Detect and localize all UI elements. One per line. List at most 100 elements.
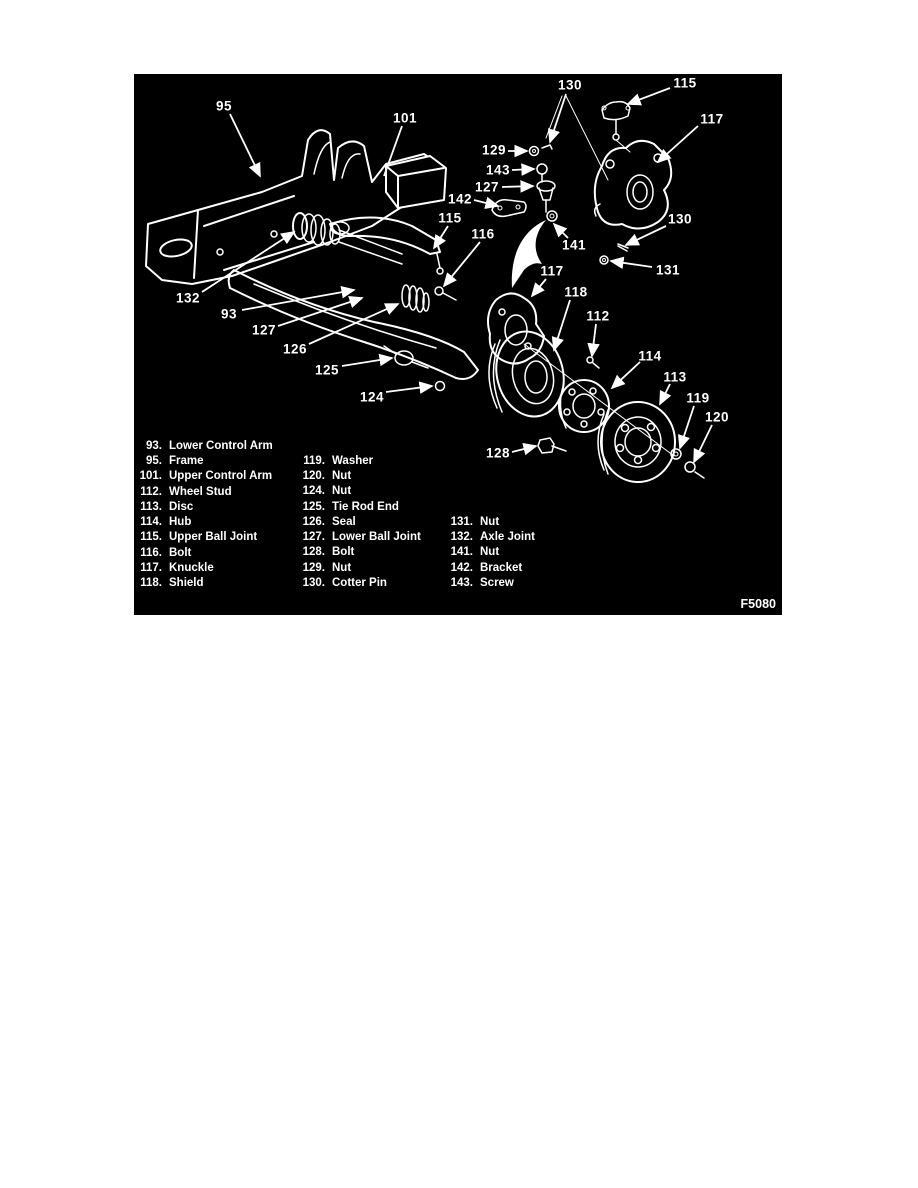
legend-row: 113. Disc <box>136 499 273 514</box>
callout-93: 93 <box>220 306 238 322</box>
legend-part-name: Nut <box>332 485 352 498</box>
legend-part-name: Nut <box>480 515 500 528</box>
callout-127: 127 <box>251 322 277 338</box>
legend-row: 117. Knuckle <box>136 560 273 575</box>
legend-part-number: 125. <box>302 500 325 513</box>
legend-part-number: 127. <box>302 531 325 544</box>
legend-part-name: Nut <box>332 561 352 574</box>
callout-115: 115 <box>673 75 697 91</box>
callout-113: 113 <box>663 369 687 385</box>
legend-part-number: 93. <box>146 439 162 452</box>
callout-141: 141 <box>561 237 587 253</box>
legend-row: 128. Bolt <box>299 545 421 560</box>
legend-part-name: Bracket <box>480 561 523 574</box>
legend-part-name: Wheel Stud <box>169 485 232 498</box>
callout-115: 115 <box>438 210 462 226</box>
legend-part-number: 118. <box>140 577 162 590</box>
legend-row: 114. Hub <box>136 514 273 529</box>
legend-row: 93. Lower Control Arm <box>136 438 273 453</box>
legend-part-name: Disc <box>169 500 194 513</box>
legend-part-number: 142. <box>450 561 473 574</box>
legend-row: 101. Upper Control Arm <box>136 469 273 484</box>
callout-117: 117 <box>540 263 564 279</box>
legend-part-number: 101. <box>139 470 162 483</box>
legend-part-name: Tie Rod End <box>332 500 399 513</box>
callout-117: 117 <box>700 111 724 127</box>
callout-131: 131 <box>655 262 681 278</box>
callout-127: 127 <box>474 179 500 195</box>
callout-112: 112 <box>586 308 610 324</box>
legend-part-number: 113. <box>140 500 162 513</box>
legend-part-name: Cotter Pin <box>332 577 387 590</box>
legend-row: 115. Upper Ball Joint <box>136 530 273 545</box>
legend-part-name: Upper Ball Joint <box>169 531 258 544</box>
legend-row: 130. Cotter Pin <box>299 575 421 590</box>
legend-part-number: 132. <box>450 530 473 543</box>
direction-arrow <box>511 220 546 288</box>
legend-part-name: Washer <box>332 454 374 467</box>
legend-part-number: 119. <box>303 454 325 467</box>
legend-part-number: 114. <box>140 516 162 529</box>
legend-row: 125. Tie Rod End <box>299 499 421 514</box>
legend-part-name: Lower Ball Joint <box>332 531 421 544</box>
legend-row: 126. Seal <box>299 514 421 529</box>
callout-130: 130 <box>557 77 583 93</box>
legend-part-number: 116. <box>140 546 162 559</box>
legend-part-number: 120. <box>302 469 325 482</box>
legend-row: 116. Bolt <box>136 545 273 560</box>
callout-120: 120 <box>704 409 730 425</box>
legend-part-name: Upper Control Arm <box>169 470 273 483</box>
legend-part-number: 129. <box>302 561 325 574</box>
legend-part-name: Seal <box>332 515 356 528</box>
legend-part-name: Bolt <box>332 546 355 559</box>
legend-row: 127. Lower Ball Joint <box>299 529 421 544</box>
legend-part-number: 115. <box>140 531 162 544</box>
legend-row: 132.Axle Joint <box>447 529 535 544</box>
legend-part-name: Shield <box>169 577 204 590</box>
figure-code-label: F5080 <box>740 597 776 611</box>
legend-part-name: Nut <box>480 546 500 559</box>
legend-row: 142. Bracket <box>447 560 535 575</box>
legend-part-name: Nut <box>332 469 352 482</box>
legend-part-name: Hub <box>169 516 192 529</box>
callout-95: 95 <box>215 98 233 114</box>
callout-101: 101 <box>392 110 418 126</box>
legend-row: 143. Screw <box>447 575 535 590</box>
legend-part-number: 112. <box>140 485 162 498</box>
legend-part-name: Knuckle <box>169 562 214 575</box>
legend-part-name: Lower Control Arm <box>169 439 273 452</box>
legend-row: 131.Nut <box>447 514 535 529</box>
legend-part-number: 143. <box>450 576 473 589</box>
callout-118: 118 <box>564 284 588 300</box>
callout-125: 125 <box>314 362 340 378</box>
callout-126: 126 <box>282 341 308 357</box>
callout-130: 130 <box>667 211 693 227</box>
legend-part-number: 117. <box>140 562 162 575</box>
legend-row: 129. Nut <box>299 560 421 575</box>
legend-row: 119. Washer <box>299 453 421 468</box>
legend-part-number: 95. <box>146 454 162 467</box>
callout-119: 119 <box>686 390 710 406</box>
legend-row: 141. Nut <box>447 545 535 560</box>
callout-114: 114 <box>638 348 662 364</box>
legend-part-number: 130. <box>302 577 325 590</box>
legend-row: 118. Shield <box>136 576 273 591</box>
legend-part-number: 141. <box>450 546 473 559</box>
legend-part-name: Bolt <box>169 546 192 559</box>
callout-143: 143 <box>485 162 511 178</box>
legend-part-number: 126. <box>302 515 325 528</box>
legend-row: 95.Frame <box>136 453 273 468</box>
legend-part-name: Screw <box>480 576 514 589</box>
callout-116: 116 <box>471 226 495 242</box>
callout-124: 124 <box>359 389 385 405</box>
legend-part-number: 124. <box>302 485 325 498</box>
legend-row: 120. Nut <box>299 468 421 483</box>
callout-128: 128 <box>485 445 511 461</box>
callout-132: 132 <box>175 290 201 306</box>
legend-part-number: 128. <box>302 546 325 559</box>
